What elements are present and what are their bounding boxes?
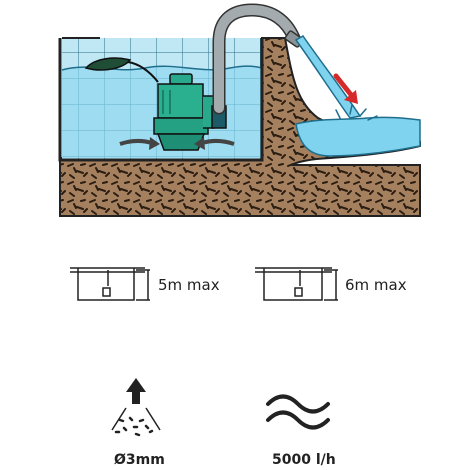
particle-size-icon bbox=[111, 378, 161, 437]
discharge-arrow-icon bbox=[333, 73, 358, 104]
depth-spec-1: 5m max bbox=[158, 276, 220, 294]
depth-icon-1 bbox=[70, 267, 150, 301]
submersible-pump-icon bbox=[153, 73, 227, 151]
flow-direction-arrow-icon bbox=[119, 137, 235, 150]
particle-spec: Ø3mm bbox=[114, 452, 165, 468]
depth-icon-2 bbox=[255, 267, 338, 301]
flow-spec: 5000 l/h bbox=[272, 452, 336, 468]
float-switch-icon bbox=[84, 57, 159, 83]
discharge-hose-icon bbox=[212, 3, 304, 115]
water-waves-icon bbox=[266, 394, 330, 430]
water-stream bbox=[294, 35, 421, 157]
depth-spec-2: 6m max bbox=[345, 276, 407, 294]
